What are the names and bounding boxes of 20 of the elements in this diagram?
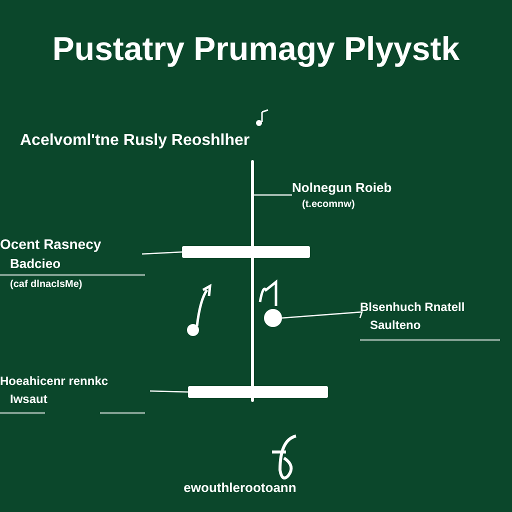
leader-line [282, 311, 363, 319]
subtitle: Acelvoml'tne Rusly Reoshlher [20, 132, 250, 150]
node-heading: Hoeahicenr rennkc [0, 374, 108, 388]
leader-line [142, 251, 182, 255]
node-subtext: Saulteno [370, 318, 421, 332]
node-heading: Ocent Rasnecy [0, 236, 102, 252]
caption-text: ewouthlerootoann [182, 480, 298, 495]
node-subtext: (t.ecomnw) [302, 199, 355, 210]
leader-line [150, 390, 188, 393]
node-heading: Nolnegun Roieb [292, 180, 392, 195]
node-subtext: Badcieo [10, 256, 61, 271]
bar-shape [188, 386, 328, 398]
node-note: (caf dlnacIsMe) [10, 279, 82, 290]
bar-shape [182, 246, 310, 258]
leader-line [254, 194, 292, 196]
note-head [264, 309, 282, 327]
title: Pustatry Prumagy Plyystk [51, 30, 461, 68]
staff-line [251, 160, 254, 402]
node-heading: Blsenhuch Rnatell [360, 300, 465, 314]
node-subtext: Iwsaut [10, 392, 48, 406]
